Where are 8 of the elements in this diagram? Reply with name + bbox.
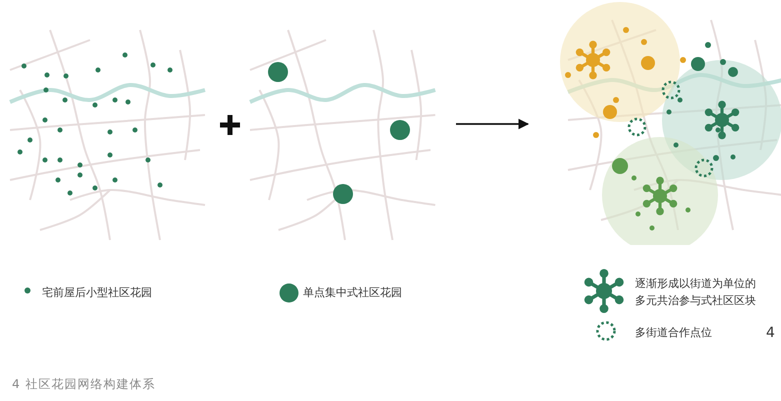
legend-text: 宅前屋后小型社区花园 (42, 285, 153, 301)
legend-text: 多街道合作点位 (635, 325, 713, 341)
figure-caption: 4 社区花园网络构建体系 (12, 376, 156, 393)
legend-text: 单点集中式社区花园 (303, 285, 403, 301)
map-drawing (8, 28, 208, 243)
page-number: 4 (766, 325, 775, 341)
arrow (456, 118, 530, 130)
legend-text: 逐渐形成以街道为单位的多元共治参与式社区区块 (635, 276, 757, 308)
